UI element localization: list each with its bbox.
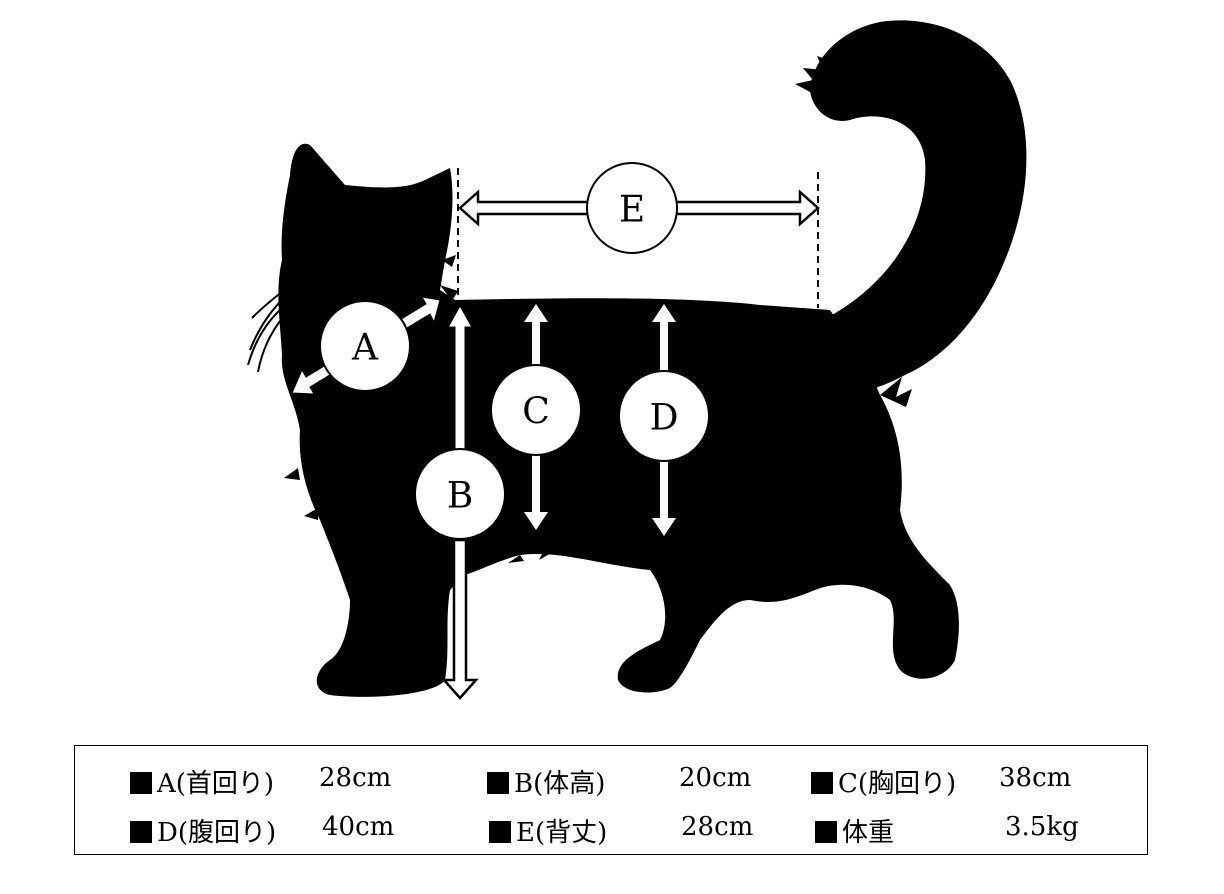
square-bullet-icon	[489, 821, 511, 843]
legend-label: D(腹回り)	[157, 818, 277, 848]
legend-label: B(体高)	[514, 769, 606, 799]
callout-d: D	[618, 370, 710, 462]
legend-label: C(胸回り)	[838, 769, 957, 799]
callout-b: B	[414, 448, 506, 540]
legend-value: 40cm	[322, 812, 395, 842]
legend-item-back-length: E(背丈)	[489, 812, 607, 849]
legend-label: E(背丈)	[516, 818, 608, 848]
callout-a-label: A	[351, 328, 379, 369]
legend-item-belly: D(腹回り)	[130, 812, 276, 849]
legend-value: 38cm	[999, 763, 1072, 793]
square-bullet-icon	[487, 772, 509, 794]
legend-value: 28cm	[319, 763, 392, 793]
legend-value: 20cm	[679, 763, 752, 793]
legend-value: 28cm	[681, 812, 754, 842]
callout-c: C	[490, 364, 582, 456]
legend-item-weight: 体重	[815, 812, 894, 849]
square-bullet-icon	[811, 772, 833, 794]
callout-d-label: D	[650, 398, 679, 439]
legend-item-height: B(体高)	[487, 763, 605, 800]
legend-item-neck: A(首回り)	[130, 763, 274, 800]
back-length-guides	[457, 168, 819, 308]
square-bullet-icon	[815, 821, 837, 843]
legend-value: 3.5kg	[1005, 812, 1079, 842]
square-bullet-icon	[130, 821, 152, 843]
square-bullet-icon	[130, 772, 152, 794]
measurement-legend: A(首回り) 28cm B(体高) 20cm C(胸回り) 38cm D(腹回り…	[74, 745, 1148, 855]
legend-item-chest: C(胸回り)	[811, 763, 956, 800]
cat-measurement-diagram: A B C D E	[247, 20, 1027, 700]
callout-b-label: B	[447, 476, 473, 517]
measure-b-arrow-lower	[441, 538, 479, 700]
callout-e: E	[586, 162, 678, 254]
callout-a: A	[319, 300, 411, 392]
callout-e-label: E	[619, 190, 645, 231]
legend-label: 体重	[842, 818, 895, 848]
callout-c-label: C	[522, 392, 550, 433]
cat-whiskers	[247, 291, 285, 373]
legend-label: A(首回り)	[157, 769, 275, 799]
